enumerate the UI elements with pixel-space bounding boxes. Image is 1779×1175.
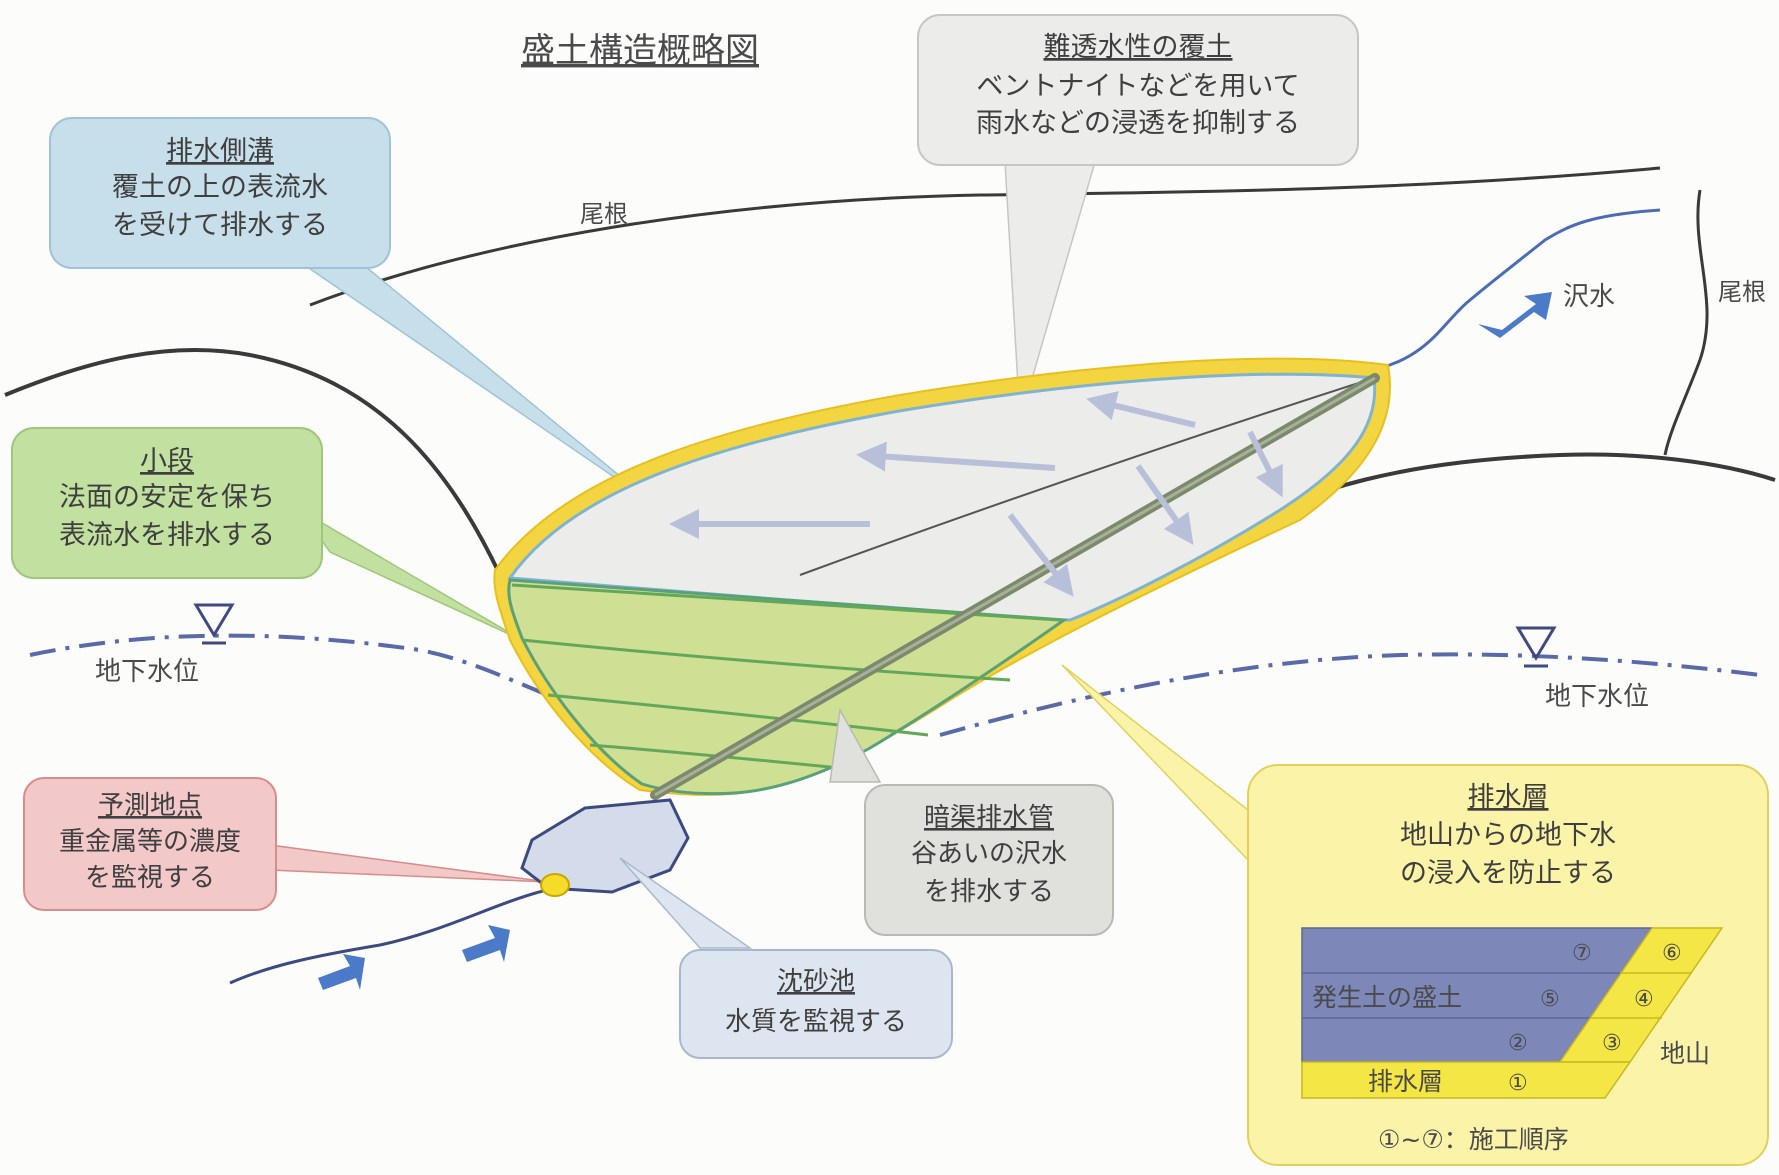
callout-culvert: 暗渠排水管 谷あいの沢水 を排水する bbox=[864, 784, 1114, 936]
callout-drain-line2: の浸入を防止する bbox=[1400, 858, 1616, 889]
callout-sediment-pond: 沈砂池 水質を監視する bbox=[679, 949, 953, 1059]
inset-step-5: ⑤ bbox=[1540, 987, 1560, 1012]
callout-side-ditch-line2: を受けて排水する bbox=[112, 210, 328, 241]
inset-step-3: ③ bbox=[1602, 1031, 1622, 1056]
ridge-line-left bbox=[4, 348, 502, 576]
callout-drain-line1: 地山からの地下水 bbox=[1400, 820, 1616, 851]
side-ditch-pointer bbox=[297, 261, 656, 506]
cover-soil-top bbox=[507, 372, 1377, 622]
callout-side-ditch-title: 排水側溝 bbox=[166, 136, 274, 167]
inset-ground-label: 地山 bbox=[1660, 1039, 1710, 1068]
ridge-label-top: 尾根 bbox=[580, 200, 628, 228]
callout-cover-soil: 難透水性の覆土 ベントナイトなどを用いて 雨水などの浸透を抑制する bbox=[917, 14, 1359, 166]
groundwater-line-left bbox=[29, 633, 561, 702]
callout-monitor-line2: を監視する bbox=[85, 863, 215, 893]
stream-label: 沢水 bbox=[1563, 282, 1615, 312]
monitoring-point-marker bbox=[540, 873, 570, 897]
callout-culvert-title: 暗渠排水管 bbox=[924, 803, 1054, 833]
outflow-arrow-1-icon bbox=[462, 925, 510, 962]
callout-cover-soil-title: 難透水性の覆土 bbox=[1044, 32, 1233, 63]
callout-pond-line1: 水質を監視する bbox=[725, 1007, 907, 1037]
surface-flow-arrows bbox=[669, 391, 1283, 597]
callout-monitor-title: 予測地点 bbox=[98, 791, 202, 821]
callout-cover-soil-line1: ベントナイトなどを用いて bbox=[976, 71, 1299, 102]
callout-pond-title: 沈砂池 bbox=[777, 967, 855, 997]
inset-step-2: ② bbox=[1508, 1031, 1528, 1056]
callout-side-ditch: 排水側溝 覆土の上の表流水 を受けて排水する bbox=[49, 117, 391, 269]
inset-drain-label: 排水層 bbox=[1368, 1067, 1443, 1096]
groundwater-line-right bbox=[939, 652, 1761, 737]
outflow-arrow-2-icon bbox=[318, 954, 365, 990]
diagram-title: 盛土構造概略図 bbox=[521, 31, 759, 71]
groundwater-label-right: 地下水位 bbox=[1545, 682, 1649, 712]
callout-cover-soil-line2: 雨水などの浸透を抑制する bbox=[976, 108, 1300, 139]
callout-berm-line1: 法面の安定を保ち bbox=[59, 482, 275, 513]
stream-line bbox=[1379, 208, 1661, 370]
inset-step-6: ⑥ bbox=[1662, 941, 1682, 966]
monitor-pointer bbox=[269, 844, 549, 883]
groundwater-mark-left-icon bbox=[193, 603, 235, 638]
inset-step-7: ⑦ bbox=[1572, 941, 1592, 966]
callout-drain-layer: 排水層 地山からの地下水 の浸入を防止する ⑦ ⑥ 発生土の盛土 ⑤ ④ ② ③… bbox=[1247, 764, 1769, 1166]
groundwater-label-left: 地下水位 bbox=[95, 657, 199, 687]
inset-step-1: ① bbox=[1508, 1071, 1528, 1096]
ridge-label-right: 尾根 bbox=[1718, 278, 1766, 306]
sediment-pond-pointer bbox=[619, 857, 753, 949]
callout-side-ditch-line1: 覆土の上の表流水 bbox=[112, 172, 328, 203]
berm-pointer bbox=[299, 509, 523, 641]
inset-fill-label: 発生土の盛土 bbox=[1312, 983, 1462, 1012]
stream-flow-arrow-icon bbox=[1478, 292, 1552, 338]
callout-drain-title: 排水層 bbox=[1468, 782, 1549, 813]
callout-culvert-line1: 谷あいの沢水 bbox=[911, 839, 1067, 869]
inset-legend: ①~⑦：施工順序 bbox=[1378, 1125, 1569, 1154]
groundwater-mark-right-icon bbox=[1515, 626, 1557, 661]
culvert-pointer bbox=[829, 707, 882, 783]
sediment-pond bbox=[520, 798, 690, 894]
callout-berm-line2: 表流水を排水する bbox=[59, 520, 275, 551]
callout-monitor-point: 予測地点 重金属等の濃度 を監視する bbox=[23, 777, 277, 911]
callout-berm: 小段 法面の安定を保ち 表流水を排水する bbox=[11, 427, 323, 579]
pond-outflow-stream bbox=[229, 886, 556, 985]
callout-culvert-line2: を排水する bbox=[924, 877, 1054, 907]
inset-step-4: ④ bbox=[1634, 987, 1654, 1012]
construction-order-inset: ⑦ ⑥ 発生土の盛土 ⑤ ④ ② ③ 地山 排水層 ① ①~⑦：施工順序 bbox=[1301, 927, 1724, 1154]
callout-berm-title: 小段 bbox=[140, 446, 194, 477]
callout-monitor-line1: 重金属等の濃度 bbox=[59, 827, 241, 857]
ridge-line-right-spur bbox=[1663, 189, 1709, 456]
ridge-line-upper bbox=[309, 166, 1661, 307]
